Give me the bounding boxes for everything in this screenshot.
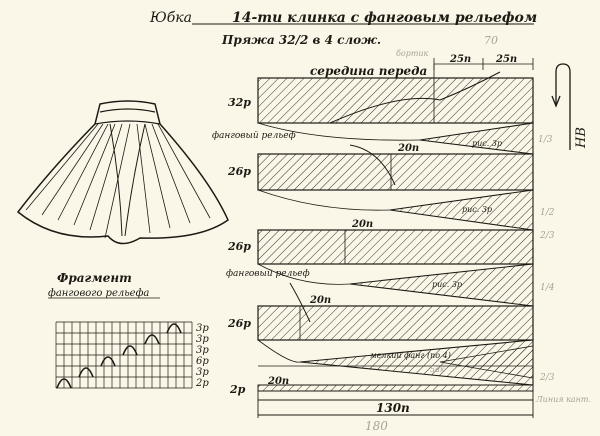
dim-25-b: 25п — [495, 54, 517, 65]
dim-25-a: 25п — [449, 54, 471, 65]
mark-20-b: 20п — [351, 219, 373, 230]
wedge-2 — [389, 189, 534, 231]
row-count-32: 32р — [228, 96, 251, 109]
pencil-margin-3: 2/3 — [539, 231, 555, 241]
fragment-grid — [55, 321, 193, 389]
fragment-arc — [122, 345, 138, 356]
fragment-arc — [100, 356, 116, 367]
nv-label: НВ — [574, 127, 589, 149]
mark-20-c: 20п — [309, 295, 331, 306]
pencil-sum: 5ак — [430, 365, 445, 374]
fragment-subtitle: фангового рельефа — [48, 288, 149, 299]
total-width: 130п — [376, 401, 410, 415]
wedge-3-note: рис. 3р — [432, 280, 462, 289]
wedge-4-inner — [439, 345, 534, 379]
skirt-panel-line — [41, 123, 104, 216]
fragment-title: Фрагмент — [57, 271, 132, 285]
relief-label-mid: фанговый рельеф — [226, 269, 310, 279]
mark-20-d: 20п — [267, 376, 289, 387]
skirt-panel-line — [57, 123, 109, 221]
pencil-margin-1: 1/3 — [538, 135, 553, 145]
mark-20-a: 20п — [397, 143, 419, 154]
skirt-panel-line — [89, 123, 123, 231]
wedge-4-note: мелкий фанг (по 4) — [370, 351, 451, 360]
subtitle: Пряжа 32/2 в 4 слож. — [221, 33, 381, 47]
fragment-arc — [166, 323, 182, 334]
skirt-illustration — [16, 100, 229, 245]
fragment-count-6: 2р — [195, 378, 209, 389]
fragment-count-4: 6р — [196, 356, 209, 367]
skirt-panel-line — [151, 123, 191, 224]
wedge-3 — [349, 263, 534, 307]
fragment-row-counts: 3р 3р 3р 6р 3р 2р — [195, 323, 209, 389]
skirt-panel-line — [104, 123, 131, 239]
skirt-panel-line — [144, 123, 171, 229]
title-left: Юбка — [149, 10, 192, 26]
border-note: бортик — [396, 49, 429, 58]
skirt-panel-line — [73, 123, 116, 226]
page-title: 14-ти клинка с фанговым рельефом — [232, 10, 537, 26]
relief-label-top: фанговый рельеф — [212, 131, 296, 141]
pencil-margin-2: 1/2 — [540, 208, 555, 218]
fragment-count-3: 3р — [196, 345, 209, 356]
pencil-70: 70 — [484, 34, 498, 47]
fragment-arc — [56, 378, 72, 389]
pencil-margin-5: 2/3 — [539, 373, 555, 383]
fragment-count-2: 3р — [196, 334, 209, 345]
row-count-26-c: 26р — [227, 317, 251, 330]
pencil-180: 180 — [365, 419, 388, 433]
center-front-label: середина переда — [310, 64, 427, 78]
fragment-count-5: 3р — [196, 367, 209, 378]
block-row-26-b — [257, 229, 534, 265]
fragment-count-1: 3р — [196, 323, 209, 334]
skirt-panel-line — [25, 123, 99, 211]
fragment-arc — [78, 367, 94, 378]
fragment-arc — [144, 334, 160, 345]
block-row-26-a — [257, 153, 534, 191]
block-row-32 — [257, 77, 534, 124]
row-count-2: 2р — [229, 383, 246, 396]
pattern-diagram: бортик 70 25п 25п середина переда НВ — [212, 34, 591, 433]
pencil-note: Линия кант. — [535, 395, 591, 404]
skirt-panel-line — [136, 123, 151, 234]
row-count-26-a: 26р — [227, 165, 251, 178]
pencil-margin-4: 1/4 — [540, 283, 555, 293]
skirt-panel-line — [157, 123, 211, 219]
wedge-1 — [419, 122, 534, 155]
block-row-26-c — [257, 305, 534, 341]
row-count-26-b: 26р — [227, 240, 251, 253]
wedge-2-note: рис. 3р — [462, 205, 492, 214]
block-row-2 — [257, 384, 534, 392]
wedge-1-note: рис. 3р — [472, 139, 502, 148]
